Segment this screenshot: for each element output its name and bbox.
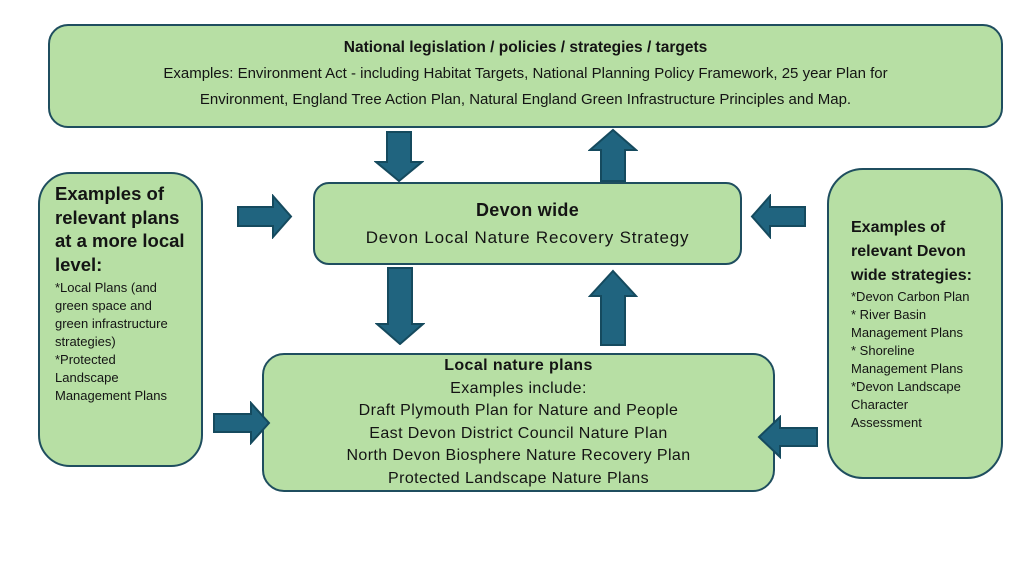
arrow-down-devon-to-local-icon	[375, 267, 425, 345]
devon-wide-example-item: *Devon Carbon Plan	[851, 288, 970, 304]
devon-wide-strategy: Devon Local Nature Recovery Strategy	[365, 227, 690, 247]
national-legislation-title: National legislation / policies / strate…	[343, 39, 708, 56]
devon-wide-example-item: * Shoreline Management Plans	[851, 342, 964, 376]
devon-wide-box: Devon wide Devon Local Nature Recovery S…	[313, 182, 742, 265]
local-level-examples-heading: Examples of relevant plans at a more loc…	[55, 183, 185, 275]
local-nature-plan-item: North Devon Biosphere Nature Recovery Pl…	[346, 447, 691, 464]
arrow-down-national-to-devon-icon	[374, 131, 424, 182]
arrow-left-devon-examples-to-devon-icon	[750, 194, 806, 239]
national-legislation-box: National legislation / policies / strate…	[48, 24, 1003, 128]
local-level-examples-list: *Local Plans (and green space and green …	[55, 279, 173, 405]
arrow-right-local-examples-to-devon-icon	[237, 194, 293, 239]
devon-wide-examples-box: Examples of relevant Devon wide strategi…	[827, 168, 1003, 479]
local-level-examples-box: Examples of relevant plans at a more loc…	[38, 172, 203, 467]
local-nature-plans-box: Local nature plans Examples include: Dra…	[262, 353, 775, 492]
arrow-right-local-examples-to-local-icon	[213, 401, 271, 445]
devon-wide-examples-list: *Devon Carbon Plan * River Basin Managem…	[851, 288, 975, 432]
national-legislation-examples: Examples: Environment Act - including Ha…	[163, 65, 888, 108]
local-nature-plan-item: East Devon District Council Nature Plan	[369, 424, 668, 442]
local-level-example-item: *Local Plans (and green space and green …	[55, 280, 168, 349]
local-nature-plans-title: Local nature plans	[444, 357, 593, 374]
arrow-left-devon-examples-to-local-icon	[757, 415, 818, 459]
devon-wide-examples-heading: Examples of relevant Devon wide strategi…	[851, 218, 972, 284]
devon-wide-example-item: *Devon Landscape Character Assessment	[851, 378, 961, 430]
local-nature-plan-item: Protected Landscape Nature Plans	[388, 469, 649, 487]
devon-wide-example-item: * River Basin Management Plans	[851, 306, 964, 340]
local-nature-plan-item: Draft Plymouth Plan for Nature and Peopl…	[358, 402, 679, 419]
devon-wide-title: Devon wide	[475, 199, 580, 220]
arrow-up-devon-to-national-icon	[588, 128, 638, 182]
local-nature-plans-subtitle: Examples include:	[450, 379, 587, 397]
local-level-example-item: *Protected Landscape Management Plans	[55, 352, 168, 403]
arrow-up-local-to-devon-icon	[588, 269, 638, 346]
